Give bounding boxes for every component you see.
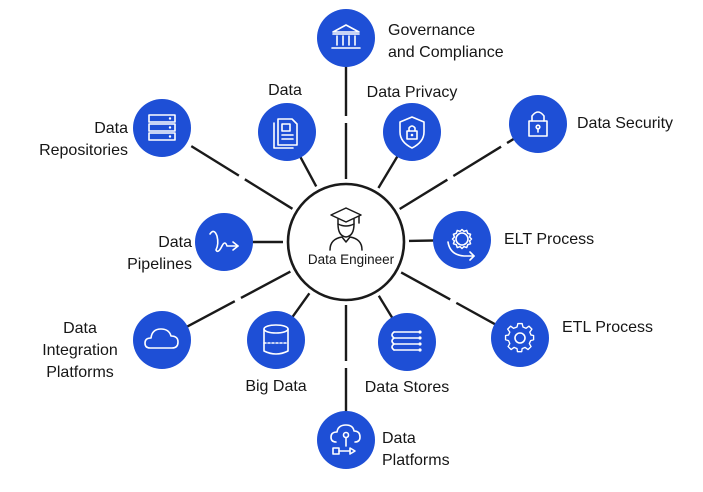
bank-icon	[331, 24, 361, 49]
label-governance: Governance and Compliance	[388, 22, 504, 61]
node-etl	[491, 309, 549, 367]
node-governance	[317, 9, 375, 67]
node-bigdata	[247, 311, 305, 369]
node-repositories	[133, 99, 191, 157]
node-data	[258, 103, 316, 161]
node-privacy	[383, 103, 441, 161]
hub-node	[286, 182, 406, 302]
document-icon	[273, 118, 298, 149]
node-elt	[433, 211, 491, 269]
label-integration: Data Integration Platforms	[42, 320, 118, 381]
shield-lock-icon	[399, 116, 425, 149]
node-integration	[133, 311, 191, 369]
label-privacy: Data Privacy	[366, 84, 458, 101]
label-stores: Data Stores	[364, 379, 450, 396]
label-elt: ELT Process	[504, 231, 595, 248]
node-platforms	[317, 411, 375, 469]
layers-stack-icon	[391, 330, 422, 352]
cloud-flow-icon	[330, 424, 361, 455]
graduate-icon	[329, 207, 363, 251]
gear-icon	[504, 322, 535, 353]
gear-cycle-icon	[447, 228, 475, 261]
label-repositories: Data Repositories	[39, 120, 128, 159]
hub-label: Data Engineer	[307, 252, 395, 267]
label-pipelines: Data Pipelines	[127, 234, 192, 273]
pipeline-arrow-icon	[209, 230, 239, 253]
cloud-icon	[144, 328, 179, 349]
label-data: Data	[268, 82, 302, 99]
label-etl: ETL Process	[562, 319, 653, 336]
node-security	[509, 95, 567, 153]
label-bigdata: Big Data	[245, 378, 307, 395]
node-pipelines	[195, 213, 253, 271]
padlock-icon	[528, 111, 548, 137]
node-stores	[378, 313, 436, 371]
cylinder-icon	[263, 324, 289, 355]
server-icon	[148, 114, 176, 141]
label-security: Data Security	[577, 115, 674, 132]
label-platforms: Data Platforms	[382, 430, 450, 469]
